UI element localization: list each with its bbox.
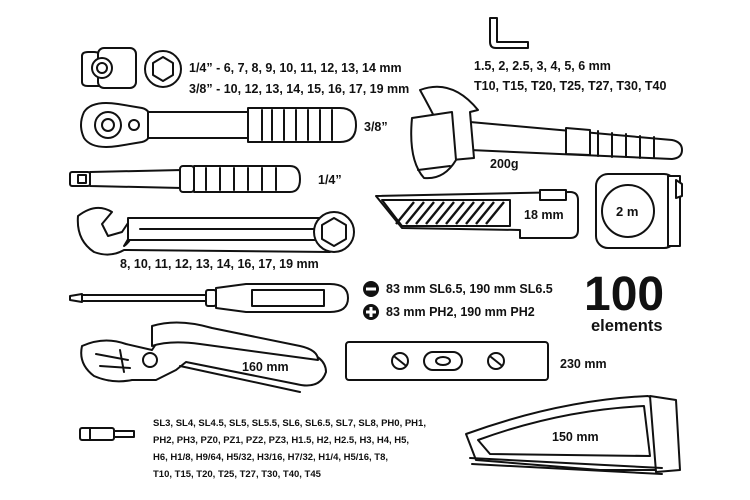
level-length: 230 mm xyxy=(560,357,607,371)
hammer-icon xyxy=(410,85,683,180)
tape-measure-length: 2 m xyxy=(616,204,638,219)
saw-length: 150 mm xyxy=(552,430,599,444)
bit-driver-size: 1/4” xyxy=(318,173,342,187)
phillips-screwdriver-sizes: 83 mm PH2, 190 mm PH2 xyxy=(386,305,535,319)
total-count: 100 xyxy=(584,268,664,321)
flat-head-minus-icon xyxy=(363,281,379,297)
hex-socket-end-icon xyxy=(144,50,182,88)
hex-key-sizes-line-1: 1.5, 2, 2.5, 3, 4, 5, 6 mm xyxy=(474,59,611,73)
phillips-plus-icon xyxy=(363,304,379,320)
ratchet-icon xyxy=(80,102,357,148)
bit-sizes-line-1: SL3, SL4, SL4.5, SL5, SL5.5, SL6, SL6.5,… xyxy=(153,418,426,429)
hammer-weight: 200g xyxy=(490,157,519,171)
tape-measure-icon xyxy=(595,173,683,249)
flat-screwdriver-sizes: 83 mm SL6.5, 190 mm SL6.5 xyxy=(386,282,553,296)
hacksaw-icon xyxy=(465,395,681,475)
cutter-blade-size: 18 mm xyxy=(524,208,564,222)
hex-key-sizes-line-2: T10, T15, T20, T25, T27, T30, T40 xyxy=(474,79,666,93)
combination-wrench-icon xyxy=(76,206,355,256)
socket-sizes-line-2: 3/8” - 10, 12, 13, 14, 15, 16, 17, 19 mm xyxy=(189,82,409,96)
bit-sizes-line-2: PH2, PH3, PZ0, PZ1, PZ2, PZ3, H1.5, H2, … xyxy=(153,435,409,446)
socket-sizes-line-1: 1/4” - 6, 7, 8, 9, 10, 11, 12, 13, 14 mm xyxy=(189,61,402,75)
spirit-level-icon xyxy=(345,341,549,381)
hex-key-icon xyxy=(489,17,529,49)
socket-icon xyxy=(81,47,137,89)
bit-sizes-line-4: T10, T15, T20, T25, T27, T30, T40, T45 xyxy=(153,469,322,480)
pliers-length: 160 mm xyxy=(242,360,289,374)
wrench-sizes: 8, 10, 11, 12, 13, 14, 16, 17, 19 mm xyxy=(120,257,319,271)
ratchet-size: 3/8” xyxy=(364,120,388,134)
bit-sizes-line-3: H6, H1/8, H9/64, H5/32, H3/16, H7/32, H1… xyxy=(153,452,388,463)
total-unit: elements xyxy=(591,317,663,335)
screwdriver-icon xyxy=(69,283,349,313)
bit-icon xyxy=(79,427,135,441)
cutter-knife-icon xyxy=(375,189,579,239)
bit-driver-icon xyxy=(69,165,301,193)
pliers-icon xyxy=(80,321,327,393)
